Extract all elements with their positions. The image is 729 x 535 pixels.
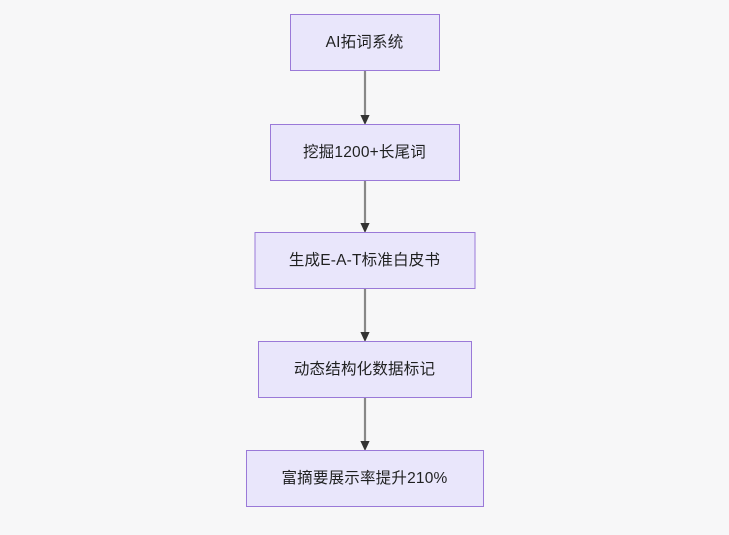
flowchart-edge-n3-n4 <box>358 398 372 451</box>
flowchart-node-label: 生成E-A-T标准白皮书 <box>288 251 441 269</box>
arrow-down-icon <box>359 398 370 451</box>
flowchart-edge-n2-n3 <box>358 289 372 342</box>
flowchart-node-n2[interactable]: 生成E-A-T标准白皮书 <box>254 232 475 289</box>
flowchart-node-label: 富摘要展示率提升210% <box>281 469 448 487</box>
flowchart-edge-n1-n2 <box>358 181 372 233</box>
flowchart-node-n3[interactable]: 动态结构化数据标记 <box>257 341 472 398</box>
arrow-down-icon <box>359 181 370 233</box>
flowchart-node-n4[interactable]: 富摘要展示率提升210% <box>245 450 484 507</box>
flowchart-node-label: 动态结构化数据标记 <box>293 360 436 378</box>
arrow-down-icon <box>359 289 370 342</box>
flowchart-node-n1[interactable]: 挖掘1200+长尾词 <box>269 124 460 181</box>
flowchart-node-n0[interactable]: AI拓词系统 <box>289 14 440 71</box>
flowchart-node-label: AI拓词系统 <box>325 33 404 51</box>
flowchart-edge-n0-n1 <box>358 71 372 125</box>
flowchart-node-label: 挖掘1200+长尾词 <box>302 143 427 161</box>
arrow-down-icon <box>359 71 370 125</box>
